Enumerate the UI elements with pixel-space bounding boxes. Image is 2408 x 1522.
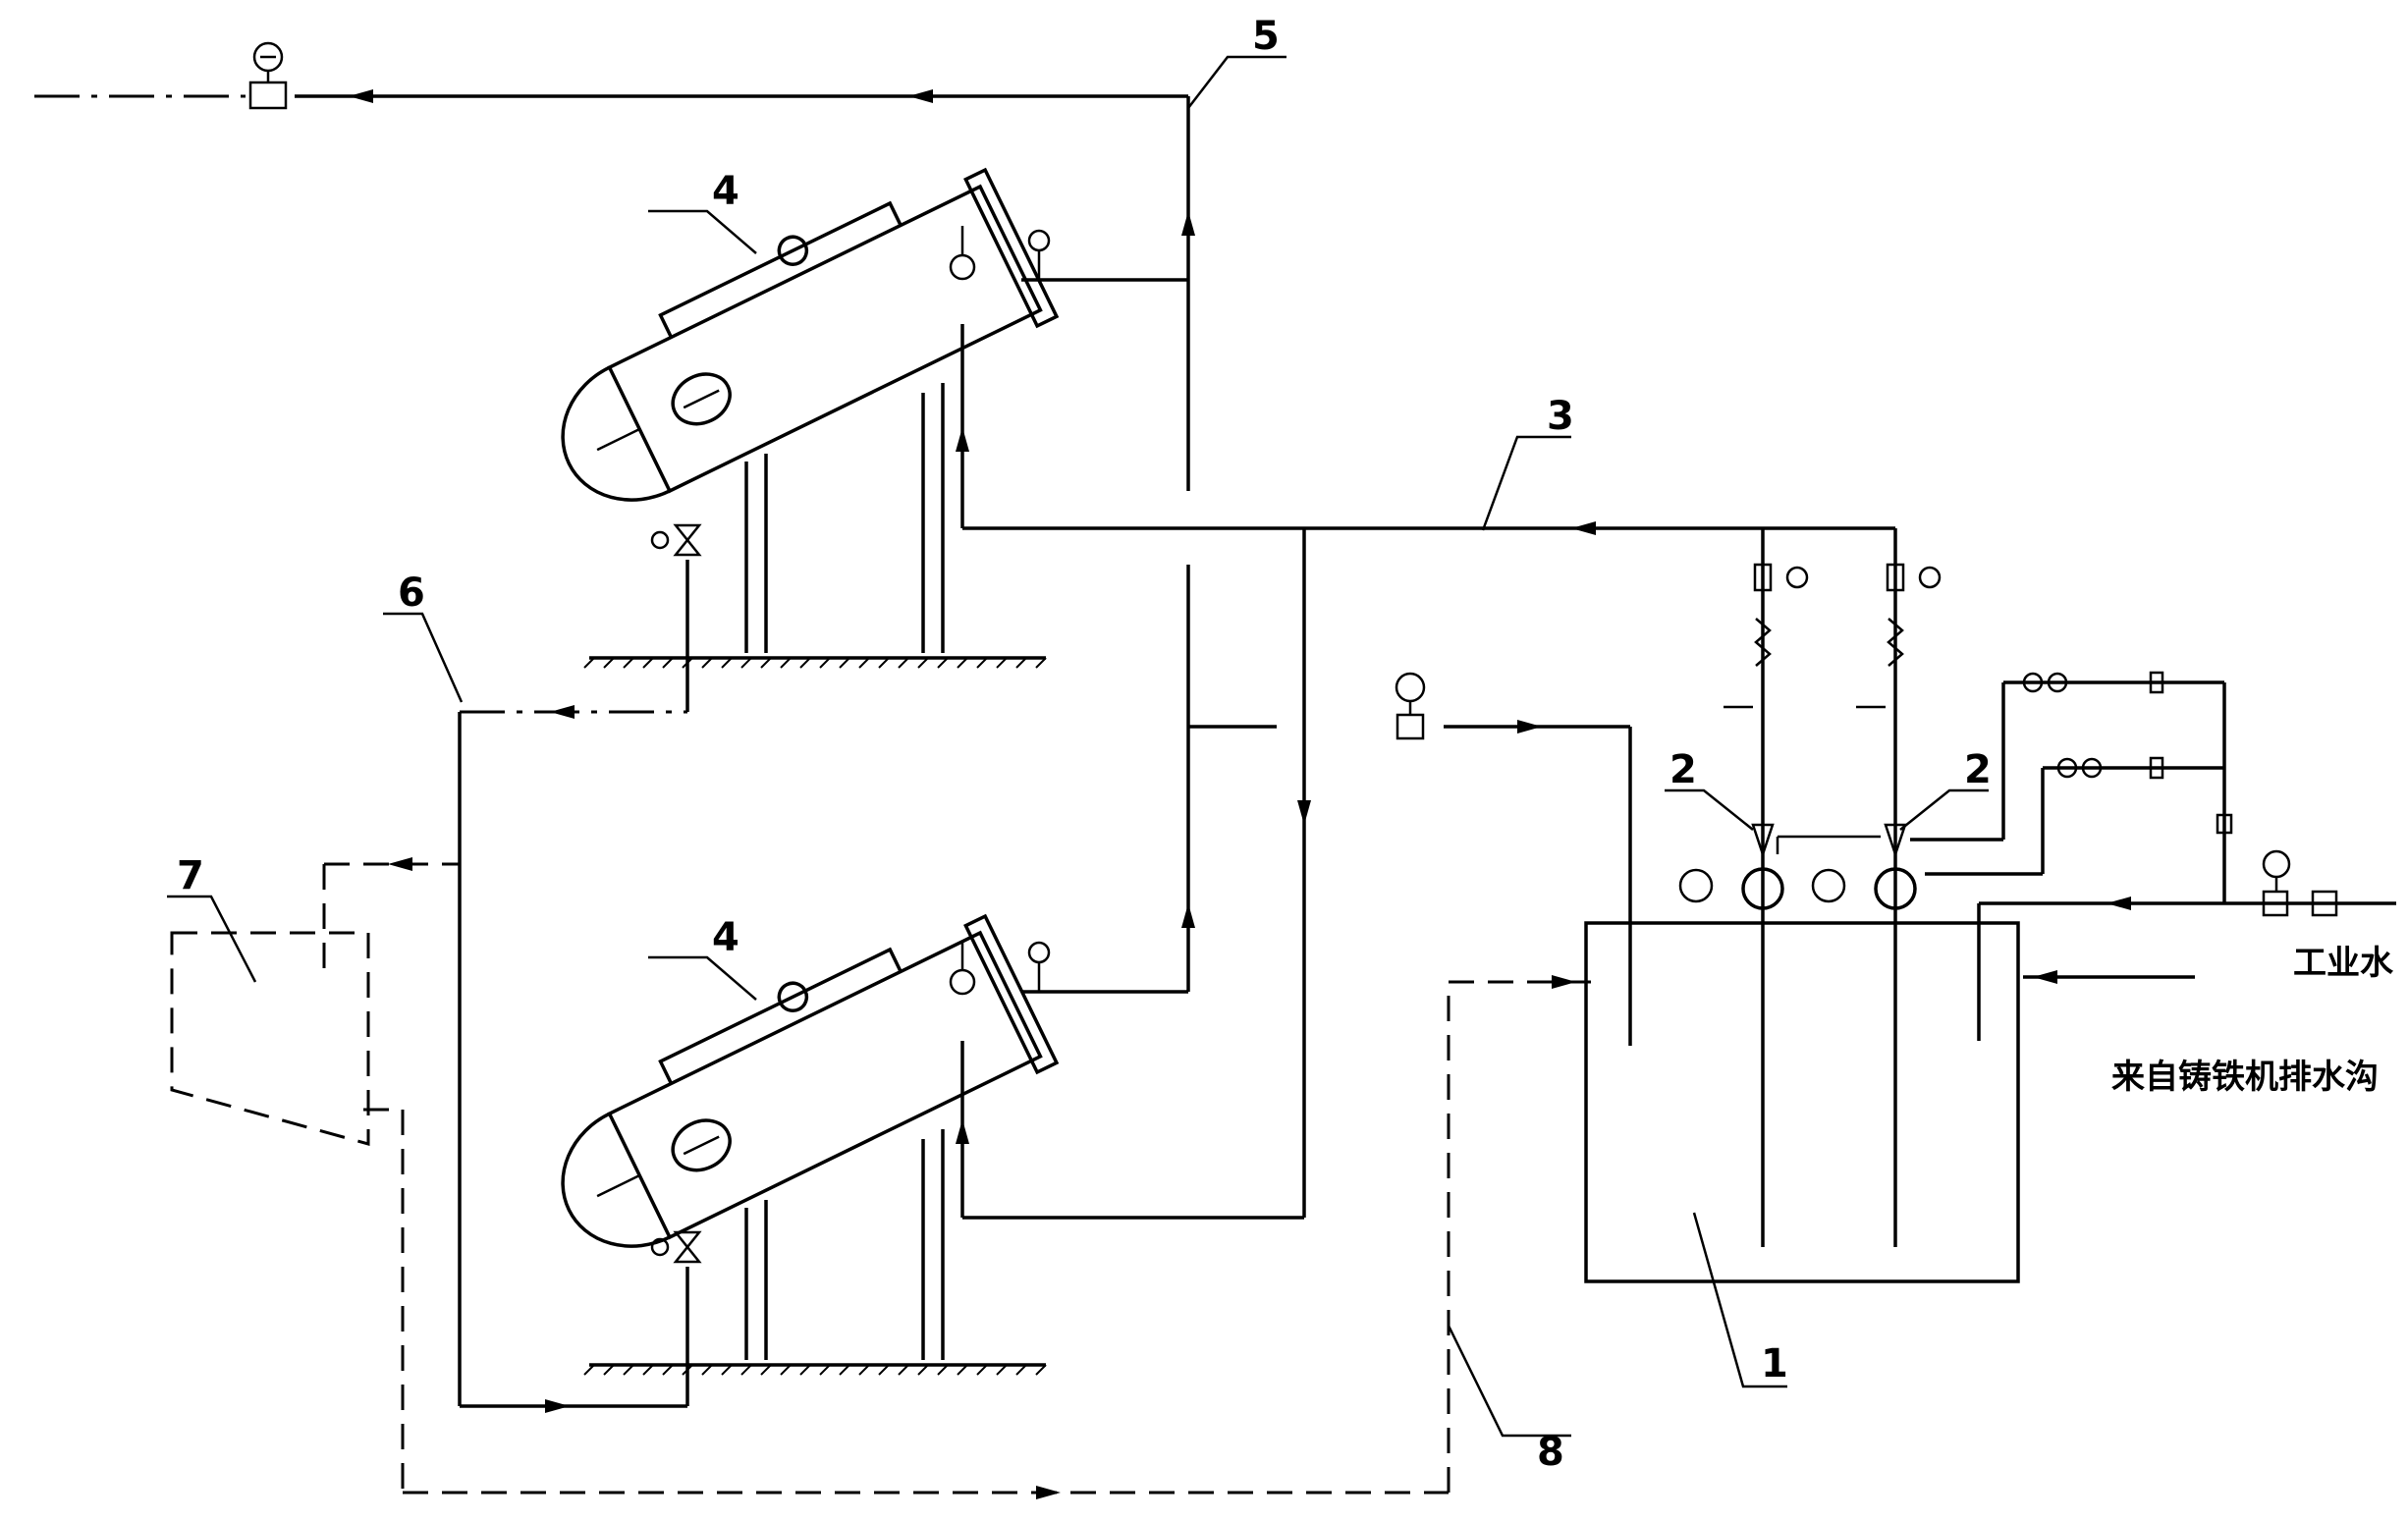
ground-lower [583, 1363, 1047, 1376]
label-supply-pipe: 3 [1547, 394, 1574, 439]
makeup-line [1395, 672, 1632, 1046]
label-industrial-water: 工业水 [2293, 944, 2394, 983]
label-cooler-upper: 4 [712, 169, 739, 214]
settling-tank [170, 931, 370, 1146]
label-overflow-pipe: 8 [1537, 1430, 1564, 1475]
label-settling-tank: 7 [177, 853, 204, 898]
industrial-water-line [1910, 671, 2338, 917]
pool [1584, 897, 2396, 1283]
label-from-drain: 来自铸铁机排水沟 [2111, 1058, 2379, 1097]
label-cooler-lower: 4 [712, 915, 739, 960]
flow-meter-icon [248, 41, 288, 110]
pump-right [1811, 528, 1942, 1247]
pump-left [1678, 528, 1809, 1247]
label-pool: 1 [1761, 1341, 1788, 1386]
cooler-lower [561, 913, 1060, 1360]
overflow-line [363, 975, 1591, 1499]
drain-line [322, 560, 689, 1413]
label-pump-left: 2 [1669, 747, 1697, 792]
leader-lines [167, 55, 1989, 1438]
label-pump-right: 2 [1964, 747, 1992, 792]
label-drain-pipe: 6 [398, 571, 425, 616]
label-return-pipe: 5 [1252, 14, 1280, 59]
cooler-upper [561, 167, 1060, 653]
return-main-line [34, 89, 1195, 994]
ground-upper [583, 656, 1047, 669]
supply-main-line [956, 324, 1895, 1220]
